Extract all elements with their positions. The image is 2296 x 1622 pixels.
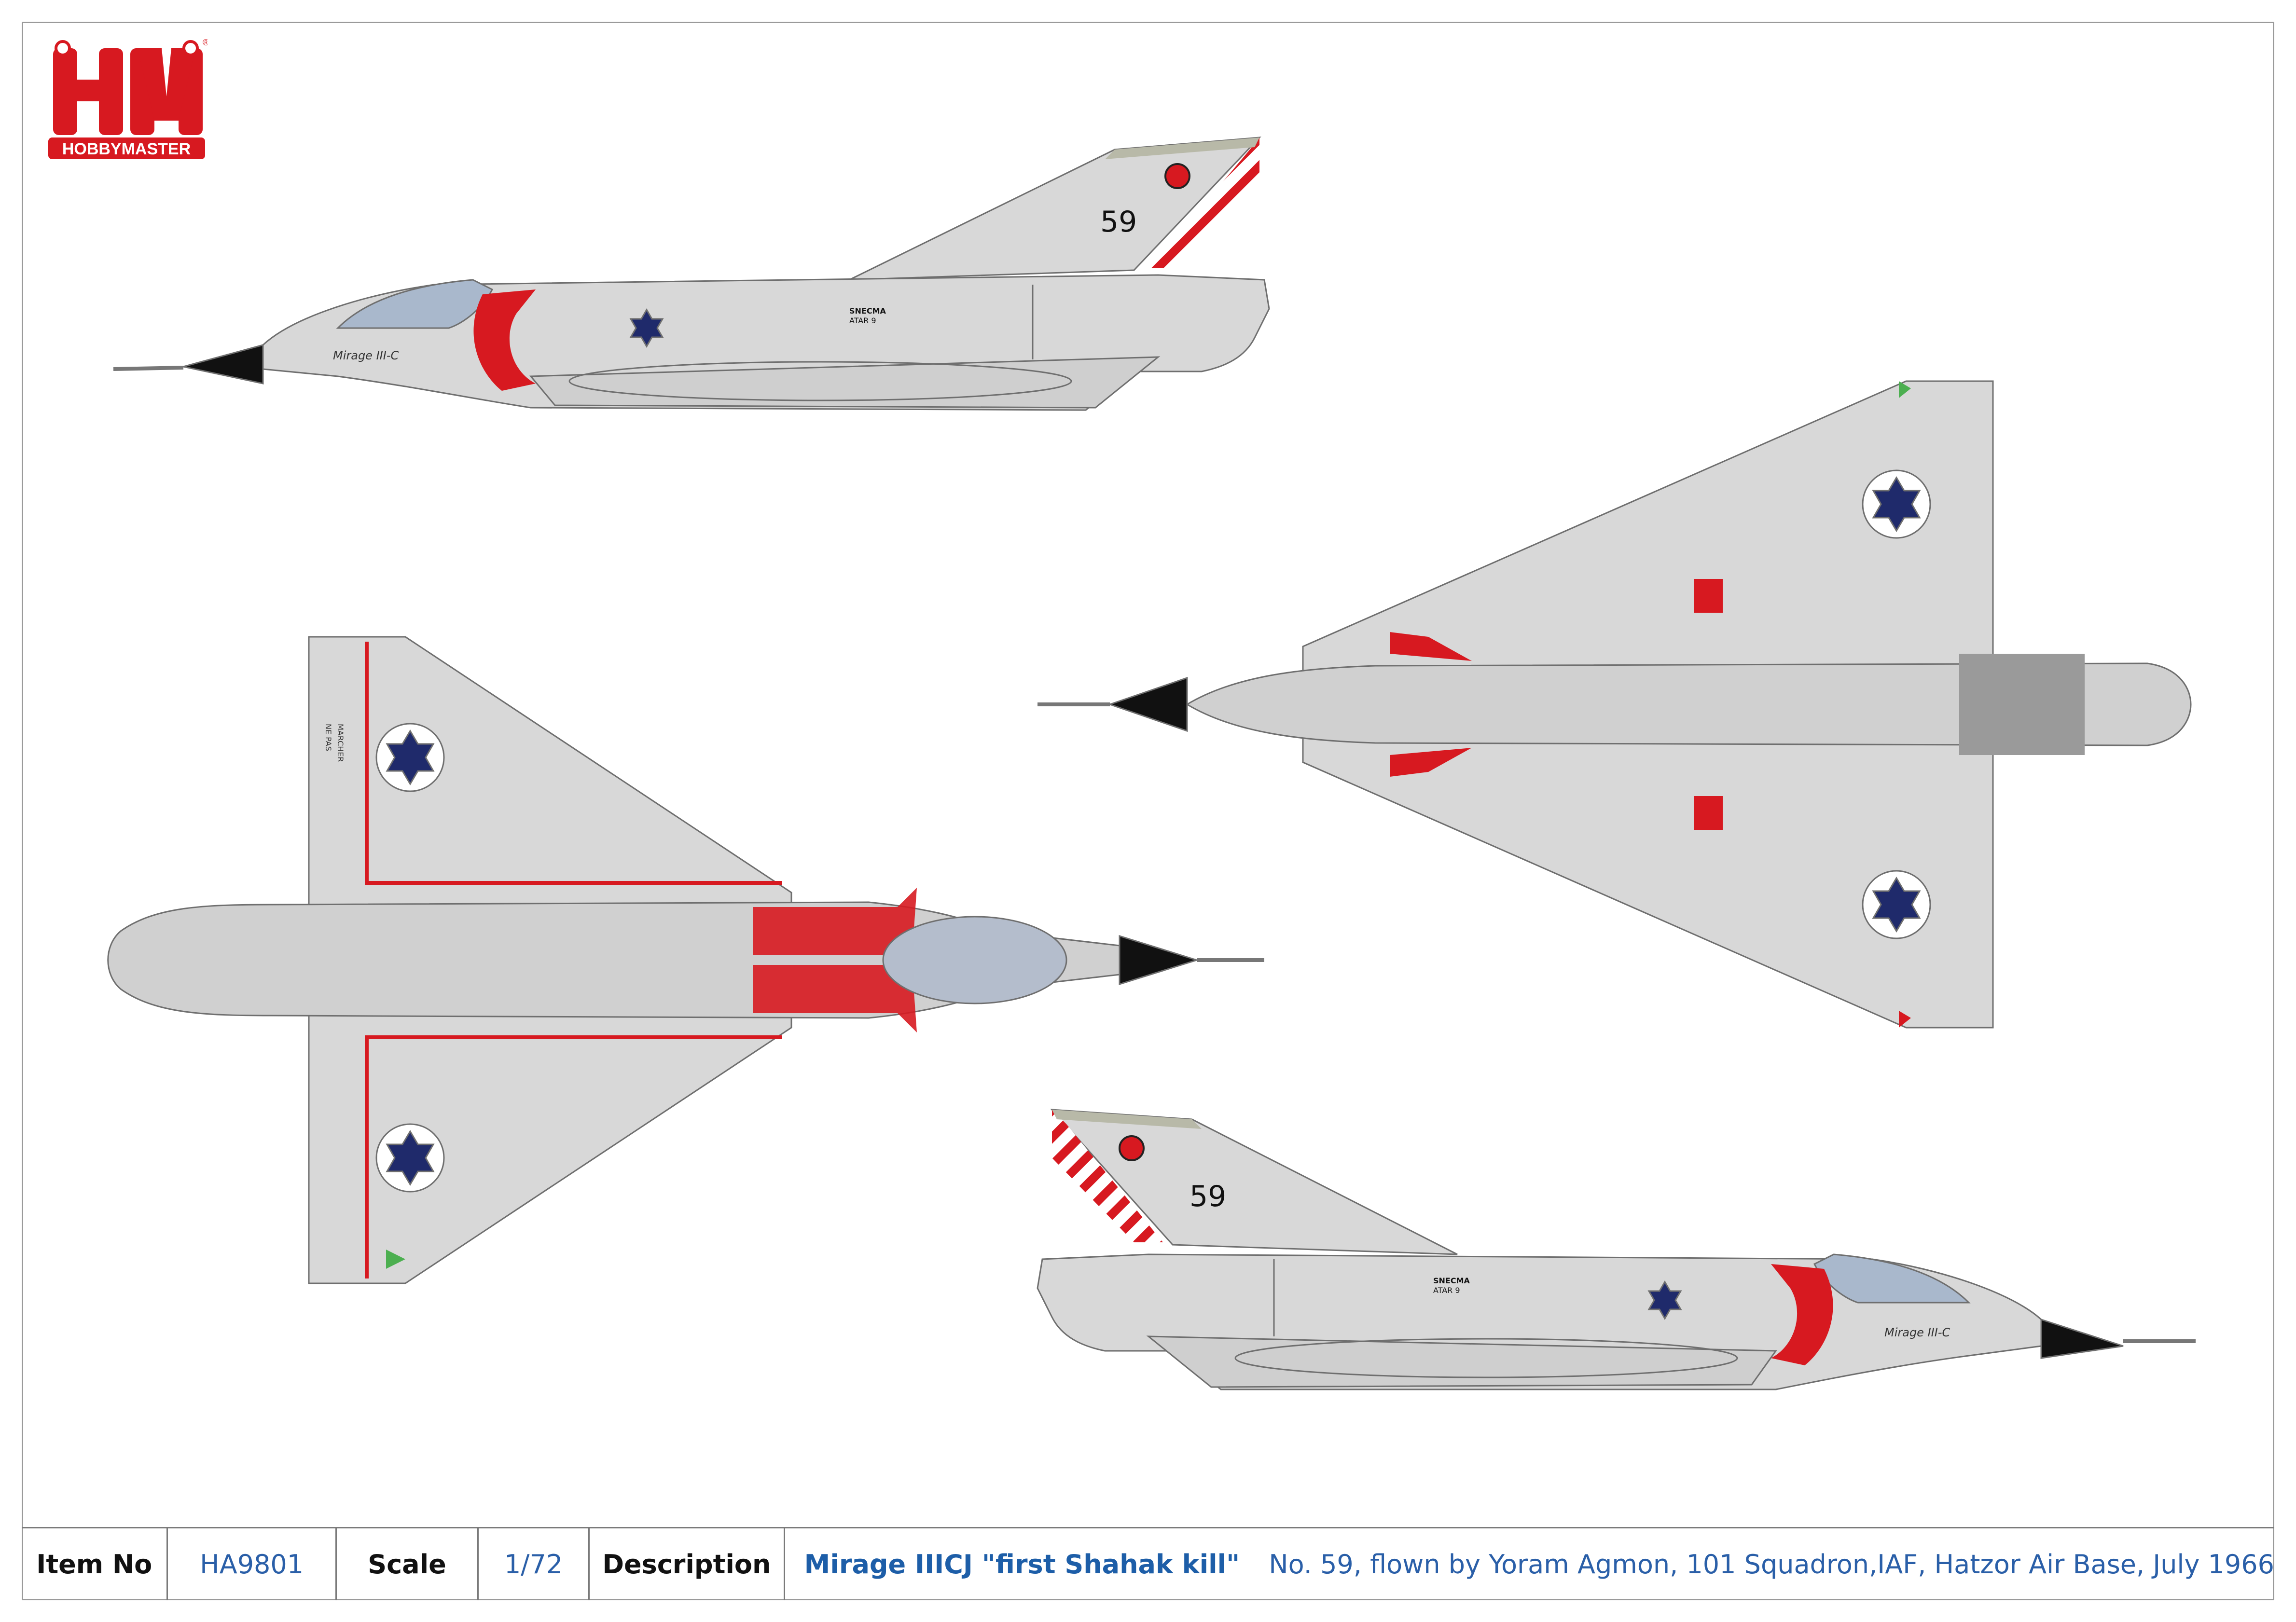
engine-label-right-1: SNECMA [1433, 1276, 1470, 1285]
title-block: Item No HA9801 Scale 1/72 Description Mi… [22, 1527, 2274, 1600]
topside-view: NE PAS MARCHER [107, 636, 1264, 1284]
scale-value: 1/72 [479, 1528, 590, 1600]
side-view-right: 59 SNECMA ATAR 9 Mirage III-C [1037, 1109, 2196, 1390]
engine-label-left-1: SNECMA [849, 306, 886, 316]
engine-label-right-2: ATAR 9 [1433, 1286, 1460, 1295]
nose-name-left: Mirage III-C [333, 349, 399, 362]
item-no-value: HA9801 [168, 1528, 337, 1600]
description-title: Mirage IIICJ "first Shahak kill" [804, 1549, 1240, 1580]
item-no-label: Item No [22, 1528, 168, 1600]
description-text: No. 59, flown by Yoram Agmon, 101 Squadr… [1269, 1549, 2274, 1580]
scale-label: Scale [337, 1528, 479, 1600]
engine-label-left-2: ATAR 9 [849, 316, 876, 325]
description-cell: Mirage IIICJ "first Shahak kill" No. 59,… [785, 1528, 2274, 1600]
wing-stencil-2: MARCHER [336, 724, 345, 762]
side-view-left: 59 SNECMA ATAR 9 Mirage III-C [113, 137, 1270, 411]
wing-stencil-1: NE PAS [324, 724, 333, 751]
underside-view [1037, 380, 2192, 1029]
aircraft-drawings: 59 SNECMA ATAR 9 Mirage III-C [107, 137, 2196, 1390]
hobbymaster-logo: HOBBYMASTER ® [48, 39, 207, 159]
nose-name-right: Mirage III-C [1884, 1326, 1950, 1339]
tail-number-left: 59 [1100, 205, 1137, 239]
tail-number-right: 59 [1189, 1180, 1226, 1213]
logo-brand: HOBBYMASTER [62, 140, 191, 158]
logo-trademark: ® [203, 39, 207, 47]
page-frame [22, 22, 2274, 1600]
description-label: Description [590, 1528, 785, 1600]
